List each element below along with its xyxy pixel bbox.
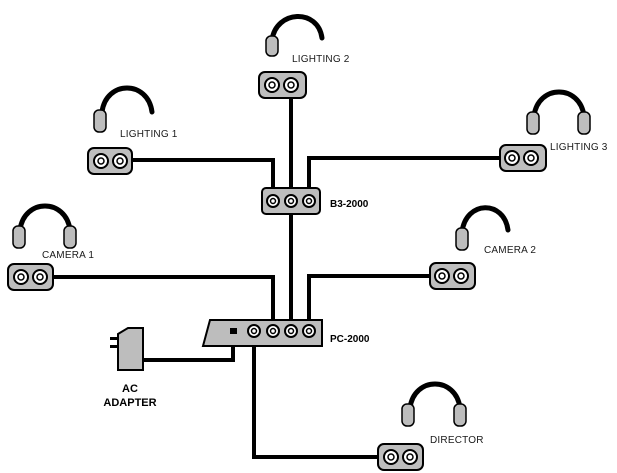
- label-pc-2000: PC-2000: [330, 334, 370, 345]
- wire-camera2-pc: [307, 274, 442, 332]
- label-camera-2: CAMERA 2: [484, 245, 536, 256]
- headband-icon: [459, 205, 511, 235]
- headset-lighting-1: [87, 85, 155, 175]
- label-ac-line2: ADAPTER: [103, 397, 156, 409]
- label-lighting-1: LIGHTING 1: [120, 129, 178, 140]
- headband-icon: [99, 85, 155, 115]
- ear-cup-icon: [455, 227, 469, 251]
- ear-cup-icon: [577, 111, 591, 135]
- ac-adapter: [110, 327, 144, 371]
- ear-cup-icon: [12, 225, 26, 249]
- label-b3-2000: B3-2000: [330, 199, 369, 210]
- ear-cup-icon: [265, 35, 279, 57]
- wire-lighting3-b3: [307, 156, 512, 200]
- ear-cup-icon: [453, 403, 467, 427]
- wire-lighting1-b3: [118, 158, 275, 200]
- ear-cup-icon: [63, 225, 77, 249]
- headset-lighting-2: [258, 14, 325, 99]
- ear-cup-icon: [401, 403, 415, 427]
- label-camera-1: CAMERA 1: [42, 250, 94, 261]
- headband-icon: [531, 89, 587, 119]
- headset-camera-1: [7, 203, 77, 291]
- b3-2000-unit: [261, 187, 321, 215]
- label-lighting-3: LIGHTING 3: [550, 142, 608, 153]
- label-lighting-2: LIGHTING 2: [292, 54, 350, 65]
- headset-camera-2: [429, 205, 511, 290]
- headband-icon: [17, 203, 73, 233]
- ac-adapter-body: [117, 327, 144, 371]
- headband-icon: [407, 381, 463, 411]
- headband-icon: [269, 14, 325, 43]
- wire-director-pc: [252, 328, 392, 459]
- pc-power-port: [230, 328, 237, 334]
- label-ac-line1: AC: [122, 383, 138, 395]
- label-director: DIRECTOR: [430, 435, 484, 446]
- headset-director: [377, 381, 467, 471]
- wires: [38, 84, 512, 459]
- ear-cup-icon: [526, 111, 540, 135]
- headset-lighting-3: [499, 89, 591, 172]
- ear-cup-icon: [93, 109, 107, 133]
- wire-camera1-pc: [38, 275, 275, 332]
- pc-2000-unit: [201, 319, 323, 347]
